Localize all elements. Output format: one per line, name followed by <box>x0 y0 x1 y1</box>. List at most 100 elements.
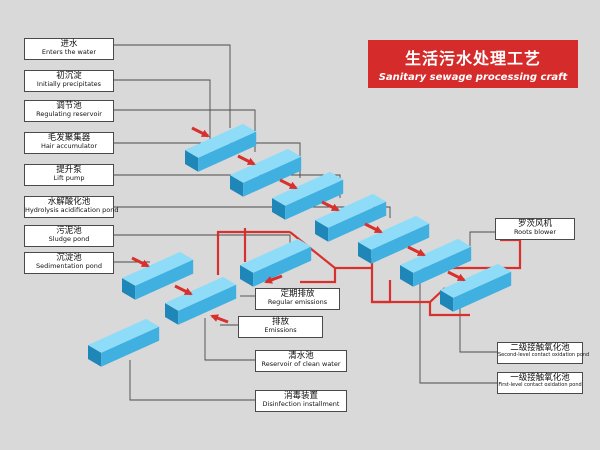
flow-pipes <box>216 228 522 317</box>
tank-settling-top <box>165 276 237 311</box>
tank-hydrolysis-1 <box>315 193 387 242</box>
title-chinese: 生活污水处理工艺 <box>404 49 541 68</box>
flow-arrow-6 <box>407 245 426 257</box>
leader-disinfection <box>129 360 255 401</box>
tank-oxidation-1-side <box>400 265 414 287</box>
tank-sedimentation-top <box>122 251 194 286</box>
tank-oxidation-1 <box>400 238 472 287</box>
tank-hair-accumulator-front <box>243 156 302 197</box>
tank-settling-side <box>165 303 179 325</box>
tank-clean-water <box>88 318 160 367</box>
leader-clean-water <box>204 318 255 361</box>
tank-sedimentation-front <box>135 259 194 300</box>
label-hair-accumulator-en: Hair accumulator <box>40 141 98 150</box>
label-enters-water-en: Enters the water <box>41 47 97 56</box>
label-emissions-en: Emissions <box>264 325 297 334</box>
label-sedimentation-pond: 沉淀池 Sedimentation pond <box>24 252 114 274</box>
flow-arrow-9 <box>174 284 193 296</box>
pipe-low-loop <box>370 268 392 304</box>
flow-arrow-8 <box>131 256 150 268</box>
leader-roots-blower <box>469 231 495 252</box>
label-hydrolysis-zh: 水解酸化池 <box>47 197 91 207</box>
label-roots-blower-zh: 罗茨风机 <box>517 219 552 229</box>
label-lift-pump-en: Lift pump <box>53 173 85 182</box>
label-enters-water-zh: 进水 <box>60 39 78 49</box>
flow-arrows <box>131 126 466 324</box>
flow-arrow-1 <box>191 126 210 138</box>
label-first-oxidation: 一级接触氧化池 First-level contact oxidation po… <box>497 372 583 394</box>
tank-lift-side <box>272 198 286 220</box>
label-clean-water-zh: 清水池 <box>288 351 314 361</box>
label-second-oxidation: 二级接触氧化池 Second-level contact oxidation p… <box>497 342 589 364</box>
tank-lift-top <box>272 171 344 206</box>
label-hydrolysis: 水解酸化池 Hydrolysis acidification pond <box>24 196 119 218</box>
label-regular-emissions-zh: 定期排放 <box>280 289 315 299</box>
tank-hydrolysis-2 <box>358 215 430 264</box>
label-roots-blower-en: Roots blower <box>513 227 557 236</box>
label-regulating-reservoir-en: Regulating reservoir <box>36 109 102 118</box>
tanks-group <box>88 123 512 367</box>
pipe-oxidation <box>428 302 470 317</box>
tank-sludge-side <box>240 265 254 287</box>
tank-oxidation-2 <box>440 263 512 312</box>
label-disinfection-zh: 消毒装置 <box>283 391 318 401</box>
label-disinfection-en: Disinfection installment <box>262 399 340 408</box>
title-english: Sanitary sewage processing craft <box>378 72 568 83</box>
tank-oxidation-1-top <box>400 238 472 273</box>
leader-second-oxidation <box>459 300 497 353</box>
tank-hair-accumulator-top <box>230 148 302 183</box>
tank-hydrolysis-1-top <box>315 193 387 228</box>
label-enters-water: 进水 Enters the water <box>24 38 114 60</box>
label-regular-emissions: 定期排放 Regular emissions <box>255 288 340 310</box>
tank-settling <box>165 276 237 325</box>
pipe-to-regular <box>289 231 337 284</box>
label-sludge-pond-en: Sludge pond <box>48 234 90 243</box>
label-hydrolysis-en: Hydrolysis acidification pond <box>25 205 119 214</box>
label-hair-accumulator: 毛发聚集器 Hair accumulator <box>24 132 114 154</box>
leader-enters-water <box>114 44 231 128</box>
label-regulating-reservoir-zh: 调节池 <box>56 101 82 111</box>
label-initially-precipitates: 初沉淀 Initially precipitates <box>24 70 114 92</box>
label-first-oxidation-en: First-level contact oxidation pond <box>498 381 582 388</box>
tank-lift <box>272 171 344 220</box>
label-first-oxidation-zh: 一级接触氧化池 <box>510 373 570 383</box>
label-regular-emissions-en: Regular emissions <box>267 297 328 306</box>
tank-regulating-side <box>185 150 199 172</box>
label-sedimentation-pond-en: Sedimentation pond <box>36 261 102 270</box>
flow-arrow-7 <box>447 270 466 282</box>
label-hair-accumulator-zh: 毛发聚集器 <box>47 133 91 143</box>
title-banner: 生活污水处理工艺 Sanitary sewage processing craf… <box>368 40 578 88</box>
tank-oxidation-1-front <box>413 246 472 287</box>
label-clean-water-en: Reservoir of clean water <box>261 359 341 368</box>
tank-oxidation-2-front <box>453 271 512 312</box>
tank-hair-accumulator-side <box>230 175 244 197</box>
tank-hydrolysis-2-front <box>371 223 430 264</box>
tank-settling-front <box>178 284 237 325</box>
label-sedimentation-pond-zh: 沉淀池 <box>56 253 82 263</box>
label-sludge-pond-zh: 污泥池 <box>56 226 82 236</box>
tank-regulating-top <box>185 123 257 158</box>
label-lift-pump-zh: 提升泵 <box>56 165 82 175</box>
pipe-right <box>372 287 446 304</box>
tank-sludge-top <box>240 238 312 273</box>
tank-hydrolysis-2-top <box>358 215 430 250</box>
leader-lines <box>114 44 497 401</box>
tank-oxidation-2-side <box>440 290 454 312</box>
flow-arrow-10 <box>264 274 283 284</box>
label-emissions: 排放 Emissions <box>238 316 323 338</box>
label-second-oxidation-zh: 二级接触氧化池 <box>510 343 570 353</box>
flow-arrow-5 <box>364 222 383 234</box>
tank-clean-water-top <box>88 318 160 353</box>
tank-lift-front <box>285 179 344 220</box>
leader-sludge <box>114 234 291 248</box>
pipe-left-loop <box>216 230 290 275</box>
tank-regulating-front <box>198 131 257 172</box>
label-emissions-zh: 排放 <box>271 317 289 327</box>
label-disinfection: 消毒装置 Disinfection installment <box>255 390 347 412</box>
tank-hair-accumulator <box>230 148 302 197</box>
tank-sedimentation <box>122 251 194 300</box>
leader-hydrolysis <box>114 206 391 218</box>
flow-arrow-12 <box>210 314 229 324</box>
